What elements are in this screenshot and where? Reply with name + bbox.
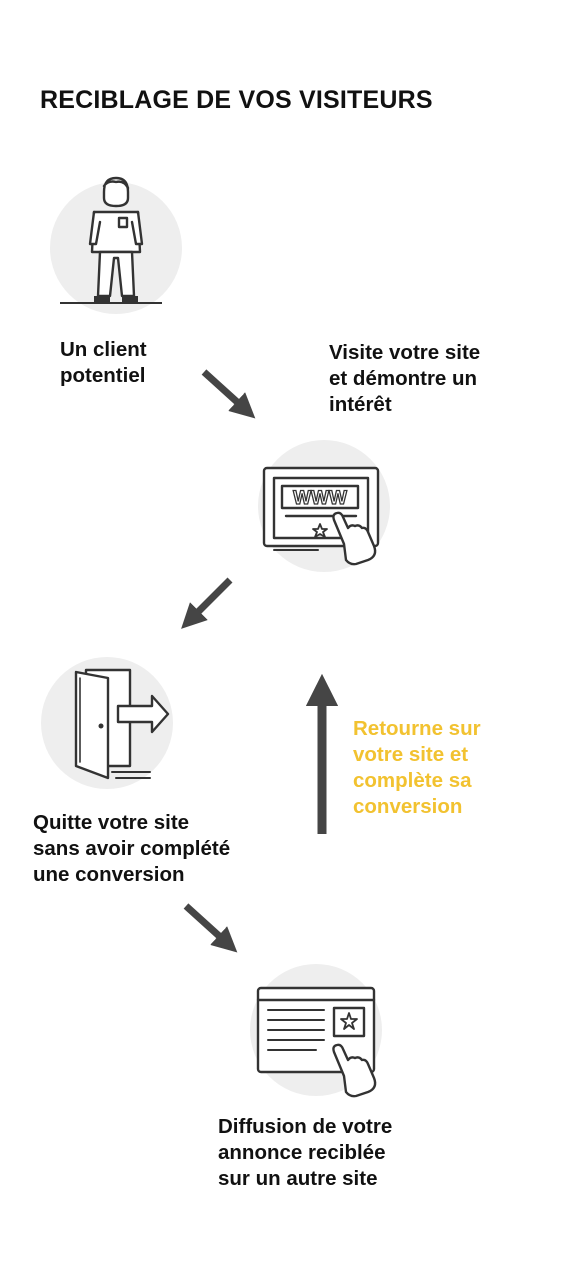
label-line: complète sa — [353, 769, 472, 792]
label-line: Visite votre site — [329, 341, 481, 364]
label-line: intérêt — [329, 393, 392, 416]
step-label-client: Un client potentiel — [60, 337, 147, 389]
step-label-ad: Diffusion de votre annonce reciblée sur … — [218, 1114, 392, 1192]
step-label-visit: Visite votre site et démontre un intérêt — [329, 340, 480, 418]
label-line: sans avoir complété — [33, 837, 231, 860]
label-line: Retourne sur — [353, 717, 481, 740]
ad-click-icon — [250, 964, 382, 1098]
label-line: Un client — [60, 338, 147, 361]
label-line: potentiel — [60, 364, 146, 387]
label-line: annonce reciblée — [218, 1141, 386, 1164]
label-line: Diffusion de votre — [218, 1115, 393, 1138]
svg-text:WWW: WWW — [293, 488, 347, 509]
label-line: une conversion — [33, 863, 185, 886]
exit-door-icon — [41, 657, 173, 789]
step-label-return: Retourne sur votre site et complète sa c… — [353, 716, 481, 820]
page-title: RECIBLAGE DE VOS VISITEURS — [40, 86, 433, 114]
label-line: votre site et — [353, 743, 469, 766]
label-line: Quitte votre site — [33, 811, 190, 834]
label-line: et démontre un — [329, 367, 478, 390]
label-line: sur un autre site — [218, 1167, 378, 1190]
step-label-leave: Quitte votre site sans avoir complété un… — [33, 810, 230, 888]
browser-www-icon: WWW — [258, 440, 390, 572]
label-line: conversion — [353, 795, 463, 818]
person-icon — [50, 176, 182, 314]
